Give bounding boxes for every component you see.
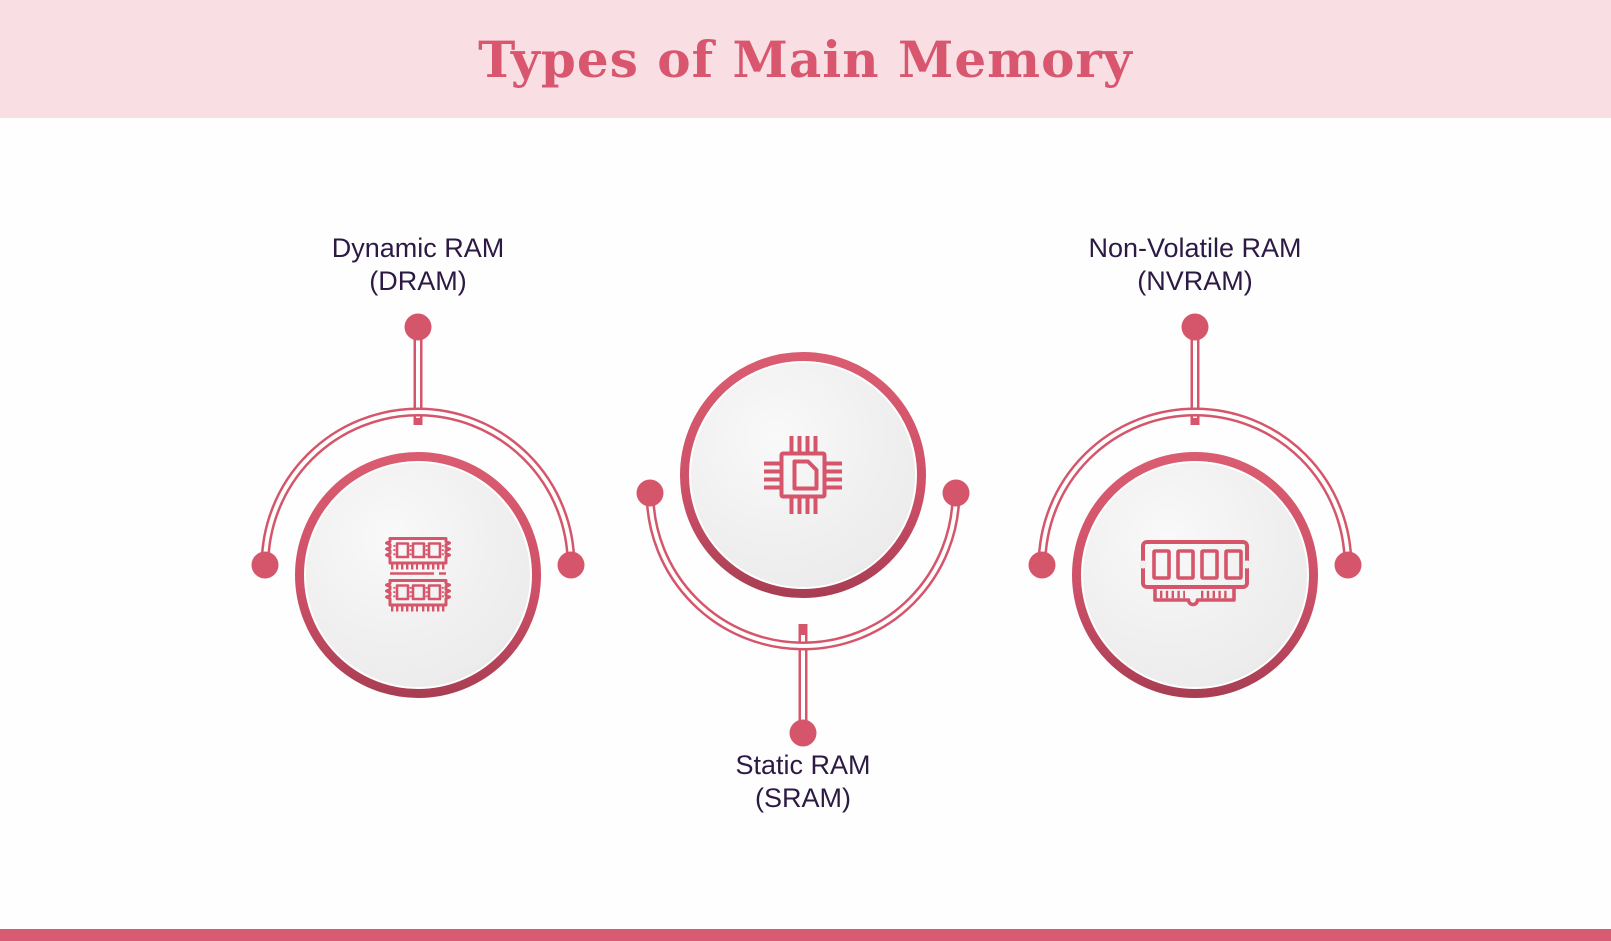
ram-stick-1 [385,537,451,570]
circle-disc [1083,463,1307,687]
edge-notch [1243,560,1251,569]
module-slot [1152,549,1171,580]
connector-dot-left [251,551,279,579]
module-slot [1224,549,1243,580]
connector-dot-right [557,551,585,579]
label-line-1: Static RAM [735,750,871,780]
connector-arc [260,407,576,566]
chip-body [779,451,827,499]
footer-bar [0,929,1611,941]
connector-dot-bottom [789,719,817,747]
module-slot [1176,549,1195,580]
circle-ring [680,352,926,598]
node-sram-label: Static RAM (SRAM) [603,749,1003,815]
connector-dot-top [404,313,432,341]
dram-modules-icon [385,537,451,612]
sram-chip-icon [764,436,842,514]
label-line-1: Dynamic RAM [331,233,505,263]
circle-disc [691,363,915,587]
connector-dot-right [942,479,970,507]
node-sram-figure [636,352,970,747]
connector-dot-right [1334,551,1362,579]
label-line-2: (SRAM) [755,783,851,813]
node-nvram-figure [1028,313,1362,698]
circle-ring [295,452,541,698]
connector-arc [1037,407,1353,566]
connector-dot-left [1028,551,1056,579]
connector-dot-top [1181,313,1209,341]
nvram-module-icon [1139,540,1251,607]
label-line-2: (NVRAM) [1137,266,1253,296]
label-line-1: Non-Volatile RAM [1088,233,1302,263]
ram-stick-2 [385,579,451,612]
circle-disc [306,463,530,687]
node-nvram-label: Non-Volatile RAM (NVRAM) [995,232,1395,298]
connector-dot-left [636,479,664,507]
header-band: Types of Main Memory [0,0,1611,118]
node-dram-figure [251,313,585,698]
node-dram-label: Dynamic RAM (DRAM) [218,232,618,298]
document-shape [792,459,819,491]
chip-pins [764,436,842,514]
pin-strip [1153,587,1236,607]
page-title: Types of Main Memory [478,29,1133,89]
edge-notch [1139,560,1147,569]
connector-arc [645,492,961,651]
label-line-2: (DRAM) [369,266,467,296]
module-slot [1200,549,1219,580]
circle-ring [1072,452,1318,698]
